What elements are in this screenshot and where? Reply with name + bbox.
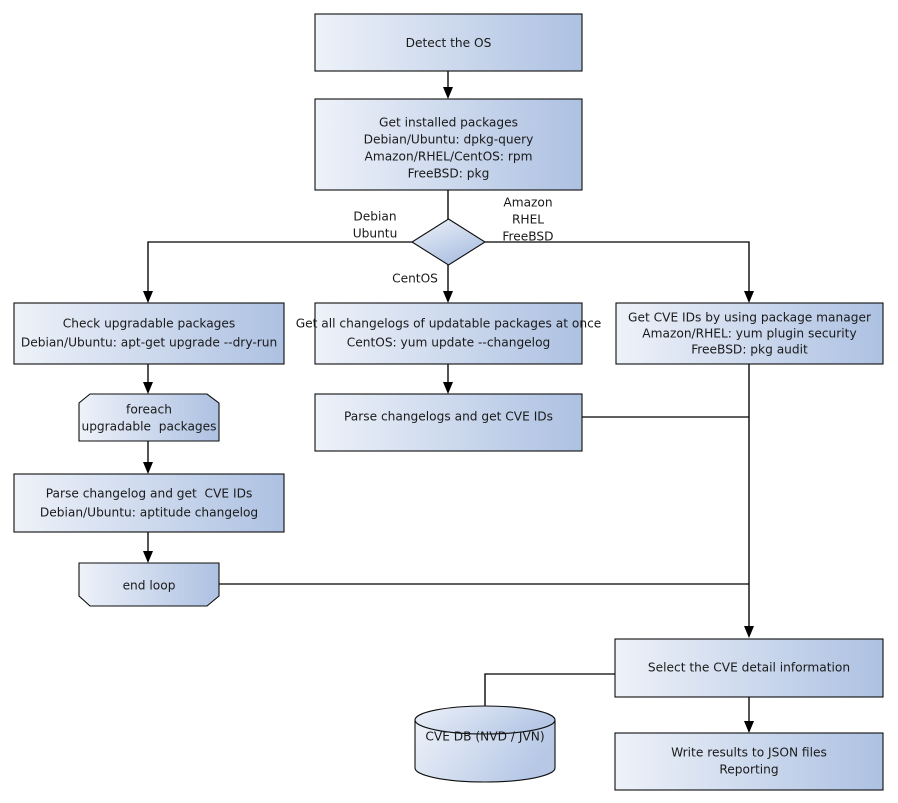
arrowhead-get-cve-ids-pm (744, 291, 754, 303)
cve-db-cylinder-body[interactable] (414, 719, 556, 783)
get-all-changelogs-line-2: CentOS: yum update --changelog (347, 336, 551, 350)
detect-os-label: Detect the OS (406, 36, 492, 50)
arrowhead-select-cve (744, 626, 754, 638)
arrowhead-foreach (143, 382, 153, 394)
arrowhead-get-all-changelogs (443, 291, 453, 303)
check-upgradable-packages-box[interactable] (13, 302, 285, 365)
write-results-line-2: Reporting (719, 763, 778, 777)
node-get-all-changelogs[interactable]: Get all changelogs of updatable packages… (296, 302, 602, 365)
foreach-line-1: foreach (126, 403, 172, 417)
node-parse-changelogs-get-cve-ids[interactable]: Parse changelogs and get CVE IDs (314, 393, 583, 452)
get-installed-packages-line-3: Amazon/RHEL/CentOS: rpm (364, 150, 532, 164)
check-upgradable-line-2: Debian/Ubuntu: apt-get upgrade --dry-run (21, 336, 277, 350)
end-loop-label: end loop (123, 579, 176, 593)
select-cve-detail-label: Select the CVE detail information (648, 661, 850, 675)
get-cve-ids-package-manager-box[interactable] (615, 302, 884, 365)
node-get-installed-packages[interactable]: Get installed packages Debian/Ubuntu: dp… (314, 98, 583, 191)
node-detect-os[interactable]: Detect the OS (314, 13, 583, 72)
edge-decision-amazon-rhel-freebsd (485, 241, 750, 294)
label-amazon: Amazon (503, 196, 552, 210)
parse-changelog-line-1: Parse changelog and get CVE IDs (46, 487, 253, 501)
get-installed-packages-box[interactable] (314, 98, 583, 191)
detect-os-box[interactable] (314, 13, 583, 72)
node-select-cve-detail[interactable]: Select the CVE detail information (614, 638, 884, 698)
check-upgradable-line-1: Check upgradable packages (63, 317, 236, 331)
parse-changelogs-label: Parse changelogs and get CVE IDs (344, 410, 553, 424)
node-write-results[interactable]: Write results to JSON files Reporting (614, 732, 884, 791)
arrowhead-check-upgradable (143, 291, 153, 303)
arrowhead-write-results (744, 721, 754, 733)
node-parse-changelog-get-cve-ids[interactable]: Parse changelog and get CVE IDs Debian/U… (13, 473, 285, 533)
label-ubuntu: Ubuntu (353, 227, 398, 241)
get-cve-ids-pm-line-3: FreeBSD: pkg audit (691, 343, 808, 357)
node-os-decision[interactable] (410, 218, 487, 266)
edge-label-debian-ubuntu: Debian Ubuntu (353, 210, 398, 241)
edge-label-centos: CentOS (392, 272, 438, 286)
parse-changelog-box[interactable] (13, 473, 285, 533)
label-rhel: RHEL (512, 213, 544, 227)
node-cve-db[interactable]: CVE DB (NVD / JVN) (414, 705, 556, 783)
parse-changelogs-box[interactable] (314, 393, 583, 452)
foreach-loop-shape[interactable] (78, 393, 220, 442)
arrowhead-parse-changelog (143, 462, 153, 474)
connectors-group (143, 71, 754, 733)
arrowhead-parse-changelogs (443, 382, 453, 394)
parse-changelog-line-2: Debian/Ubuntu: aptitude changelog (40, 506, 258, 520)
cve-db-label: CVE DB (NVD / JVN) (425, 730, 544, 744)
get-all-changelogs-line-1: Get all changelogs of updatable packages… (296, 317, 602, 331)
foreach-line-2: upgradable packages (81, 420, 216, 434)
node-end-loop[interactable]: end loop (78, 562, 220, 607)
label-centos: CentOS (392, 272, 438, 286)
write-results-line-1: Write results to JSON files (671, 746, 827, 760)
write-results-box[interactable] (614, 732, 884, 791)
edge-label-amazon-rhel-freebsd: Amazon RHEL FreeBSD (502, 196, 553, 244)
select-cve-detail-box[interactable] (614, 638, 884, 698)
cve-db-cylinder-top[interactable] (414, 705, 556, 735)
get-installed-packages-line-1: Get installed packages (379, 116, 518, 130)
get-cve-ids-pm-line-2: Amazon/RHEL: yum plugin security (642, 327, 856, 341)
label-freebsd: FreeBSD (502, 230, 553, 244)
edge-decision-debian-ubuntu (147, 241, 413, 294)
arrowhead-get-installed (443, 87, 453, 99)
get-cve-ids-pm-line-1: Get CVE IDs by using package manager (628, 311, 872, 325)
node-check-upgradable-packages[interactable]: Check upgradable packages Debian/Ubuntu:… (13, 302, 285, 365)
get-installed-packages-line-4: FreeBSD: pkg (408, 167, 490, 181)
edge-cve-db-to-select-cve (484, 673, 615, 710)
os-decision-diamond[interactable] (410, 218, 487, 266)
node-foreach-upgradable-packages[interactable]: foreach upgradable packages (78, 393, 220, 442)
end-loop-shape[interactable] (78, 562, 220, 607)
get-installed-packages-line-2: Debian/Ubuntu: dpkg-query (364, 133, 534, 147)
arrowhead-end-loop (143, 551, 153, 563)
node-get-cve-ids-package-manager[interactable]: Get CVE IDs by using package manager Ama… (615, 302, 884, 365)
get-all-changelogs-box[interactable] (314, 302, 583, 365)
label-debian: Debian (353, 210, 396, 224)
